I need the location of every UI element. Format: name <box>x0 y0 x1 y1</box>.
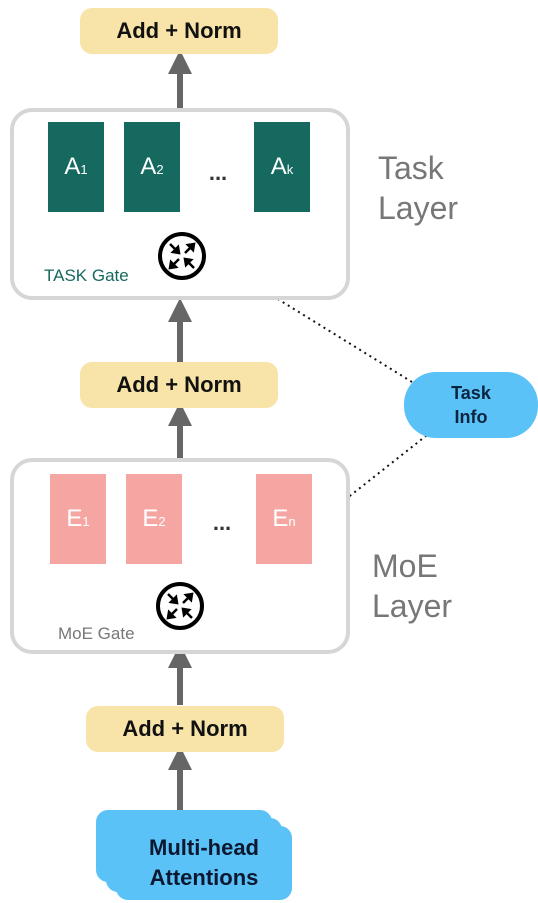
moe-gate-router-icon <box>156 582 204 630</box>
adapter-a1-subscript: 1 <box>80 161 88 177</box>
expert-e1-subscript: 1 <box>82 513 90 529</box>
expert-en-subscript: n <box>288 513 296 529</box>
bottom-add-norm-box: Add + Norm <box>86 706 284 752</box>
multi-head-attentions-box: Multi-head Attentions <box>116 826 292 900</box>
task-layer-label: Task Layer <box>378 148 458 228</box>
multi-head-label-line2: Attentions <box>149 865 259 890</box>
task-info-line1: Task <box>451 383 491 403</box>
bottom-add-norm-label: Add + Norm <box>122 716 248 741</box>
moe-ellipsis: ... <box>212 510 232 535</box>
moe-layer-label-line2: Layer <box>372 588 453 624</box>
adapter-a2-subscript: 2 <box>156 161 164 177</box>
task-info-line2: Info <box>454 407 488 427</box>
adapter-a1-letter: A <box>64 153 81 180</box>
expert-e1-letter: E <box>66 505 83 532</box>
task-layer-label-line2: Layer <box>378 190 459 226</box>
middle-add-norm-label: Add + Norm <box>116 372 242 397</box>
top-add-norm-box: Add + Norm <box>80 8 278 54</box>
adapter-a2-letter: A <box>140 153 157 180</box>
dotted-task-info-to-task-gate <box>216 260 413 383</box>
expert-e2-letter: E <box>142 505 159 532</box>
middle-add-norm-box: Add + Norm <box>80 362 278 408</box>
adapter-ak-subscript: k <box>286 161 294 177</box>
task-info-node: Task Info <box>404 372 538 438</box>
moe-layer-label: MoE Layer <box>372 546 452 626</box>
moe-gate-label: MoE Gate <box>58 624 135 643</box>
task-ellipsis: ... <box>208 160 228 185</box>
top-add-norm-label: Add + Norm <box>116 18 242 43</box>
task-gate-label: TASK Gate <box>44 266 129 285</box>
multi-head-label-line1: Multi-head <box>149 835 259 860</box>
adapter-ak-letter: A <box>270 153 287 180</box>
expert-en-letter: E <box>272 505 289 532</box>
task-gate-router-icon <box>158 232 206 280</box>
task-layer-label-line1: Task <box>378 150 444 186</box>
moe-layer-label-line1: MoE <box>372 548 438 584</box>
expert-e2-subscript: 2 <box>158 513 166 529</box>
